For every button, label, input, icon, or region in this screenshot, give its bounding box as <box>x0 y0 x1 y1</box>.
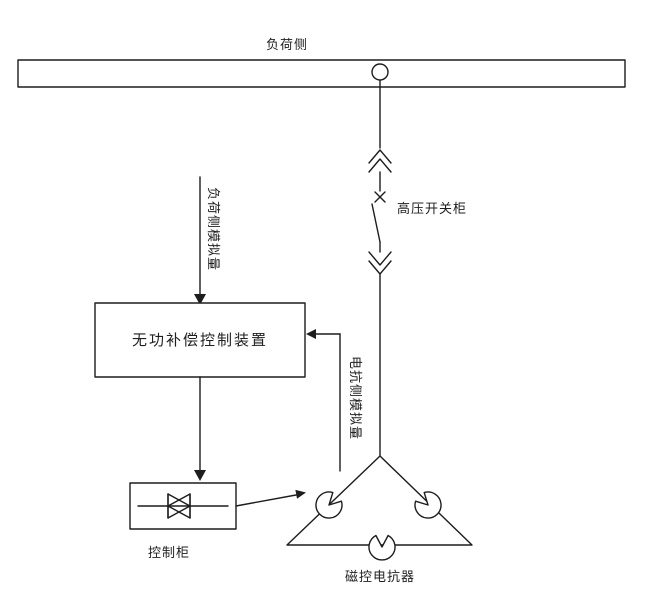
load-analog-arrow <box>194 176 206 305</box>
busbar-label: 负荷侧 <box>266 37 308 52</box>
drawout-contact-upper-icon <box>368 149 392 173</box>
reactor-label: 磁控电抗器 <box>345 569 415 584</box>
reactor-analog-label: 电抗侧模拟量 <box>348 356 363 440</box>
controller-box <box>94 302 306 378</box>
cabinet-to-reactor-arrow <box>235 489 306 507</box>
arrowhead-down-icon <box>194 470 206 481</box>
delta-winding <box>286 455 473 546</box>
thyristor-icon <box>137 493 229 519</box>
reactor-coil-bottom-icon <box>368 534 396 561</box>
reactor-coil-right-icon <box>414 491 442 519</box>
control-cabinet-label: 控制柜 <box>148 545 190 560</box>
reactor-analog-arrow <box>306 329 341 472</box>
circuit-breaker-icon <box>371 191 386 243</box>
switchgear-label: 高压开关柜 <box>397 201 467 216</box>
controller-to-cabinet-arrow <box>194 376 206 481</box>
controller-label: 无功补偿控制装置 <box>132 332 268 349</box>
arrowhead-down-icon <box>194 294 206 305</box>
reactor-coil-left-icon <box>315 491 343 519</box>
load-analog-label: 负荷侧模拟量 <box>206 187 221 271</box>
busbar <box>17 59 626 88</box>
arrowhead-left-icon <box>306 329 316 339</box>
reactor-delta <box>286 455 473 561</box>
arrowhead-right-icon <box>295 489 306 499</box>
drawout-contact-lower-icon <box>368 251 392 275</box>
bus-connection-node-icon <box>371 63 389 81</box>
